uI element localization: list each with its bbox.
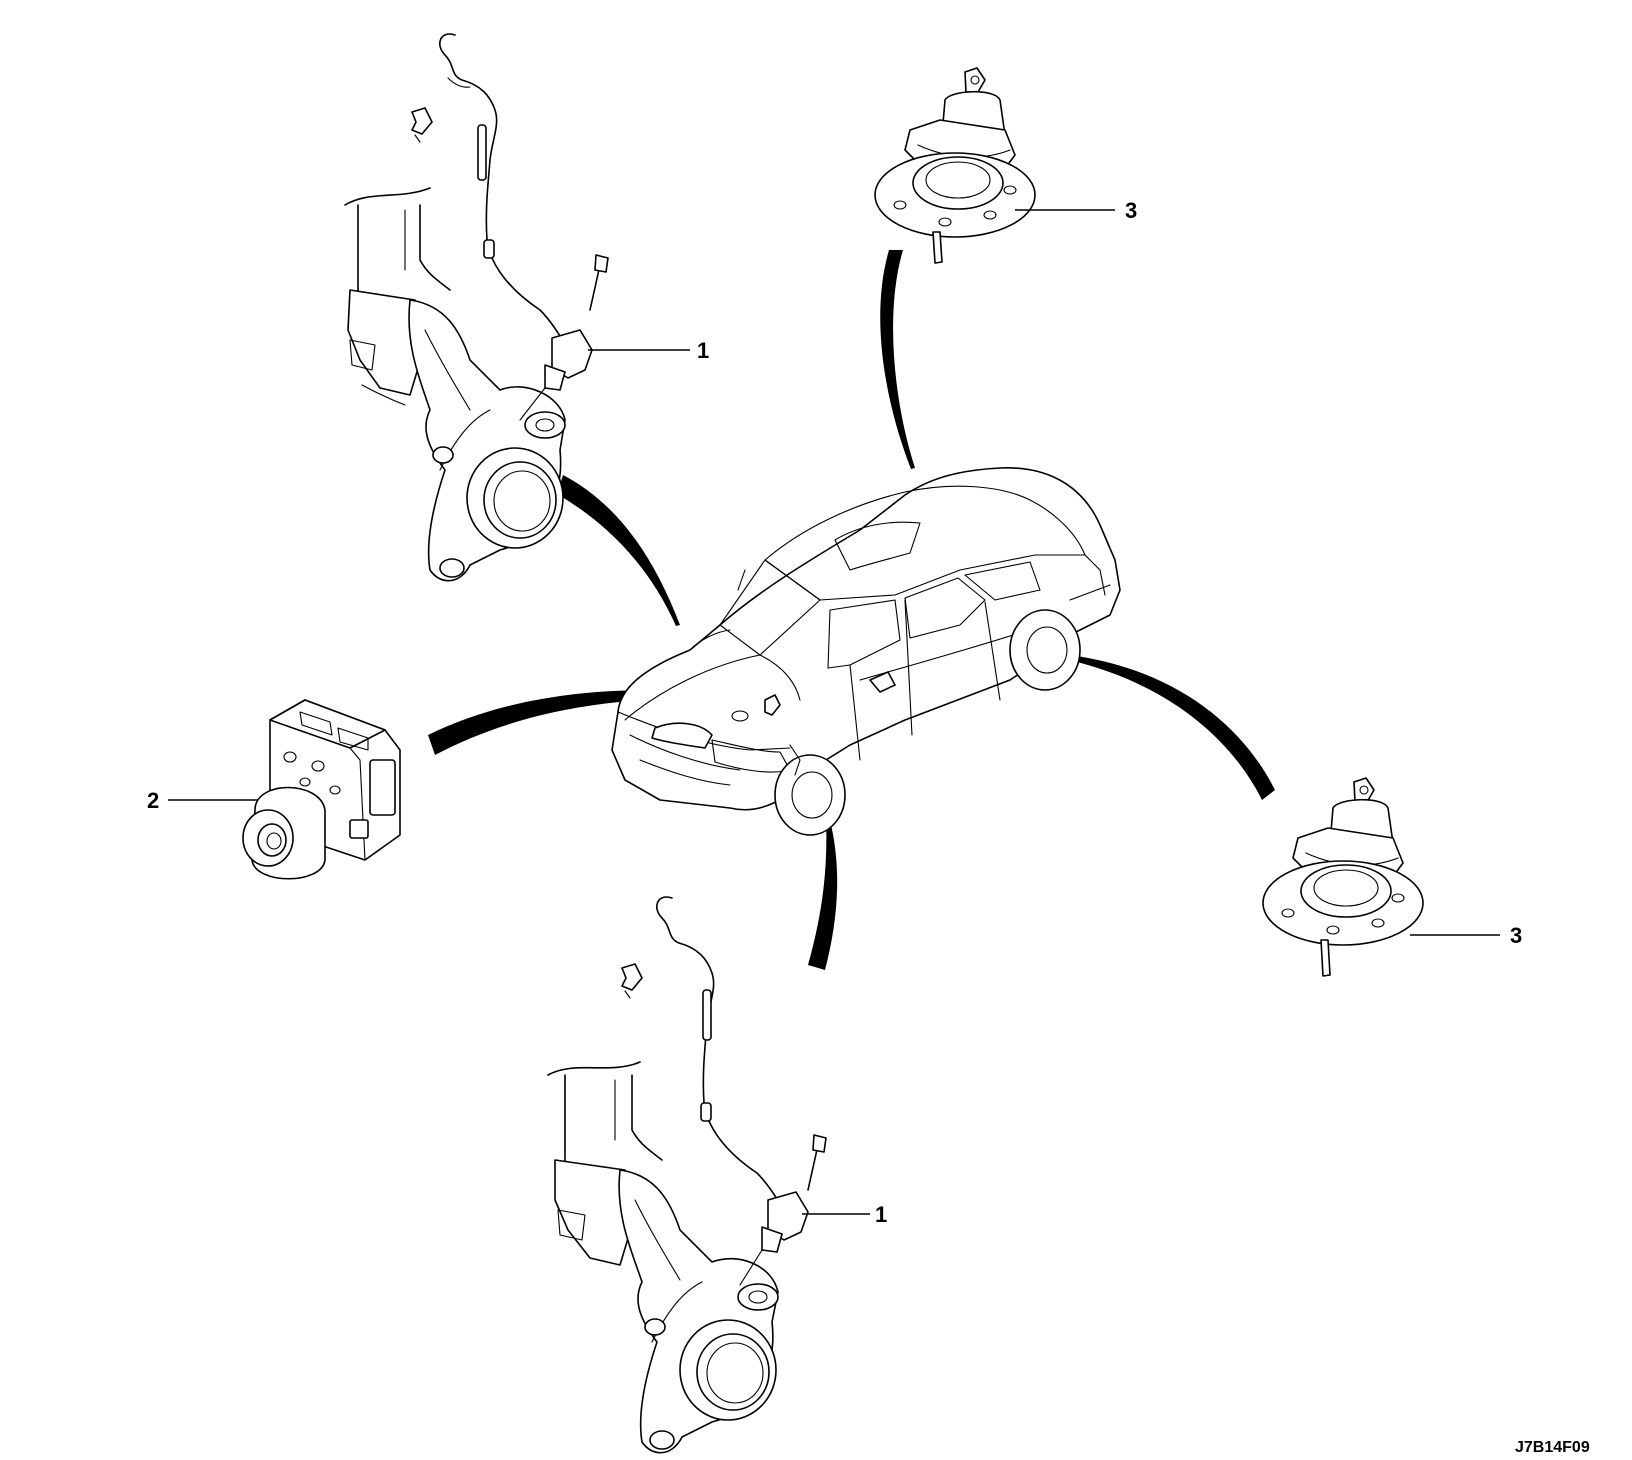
- sedan-vehicle: [611, 467, 1121, 836]
- hub-bearing-top: [874, 67, 1036, 264]
- arc-to-right-hub: [1070, 655, 1275, 800]
- figure-id: J7B14F09: [1515, 1439, 1590, 1456]
- hub-bearing-right: [1262, 777, 1424, 977]
- knuckle-top: [344, 33, 609, 582]
- connector-arcs: [428, 250, 1275, 970]
- arc-to-top-knuckle: [557, 475, 680, 626]
- arc-to-top-hub: [880, 250, 915, 469]
- arc-to-bottom-knuckle: [808, 820, 838, 970]
- callout-hub-top: 3: [1125, 198, 1137, 223]
- callout-modulator: 2: [147, 788, 159, 813]
- knuckle-bottom: [547, 896, 827, 1454]
- callout-sensor-bottom: 1: [875, 1202, 887, 1227]
- abs-modulator: [242, 699, 401, 880]
- arc-to-modulator: [428, 690, 770, 755]
- leader-lines: [168, 209, 1500, 1215]
- callout-sensor-top: 1: [697, 338, 709, 363]
- callout-hub-right: 3: [1510, 923, 1522, 948]
